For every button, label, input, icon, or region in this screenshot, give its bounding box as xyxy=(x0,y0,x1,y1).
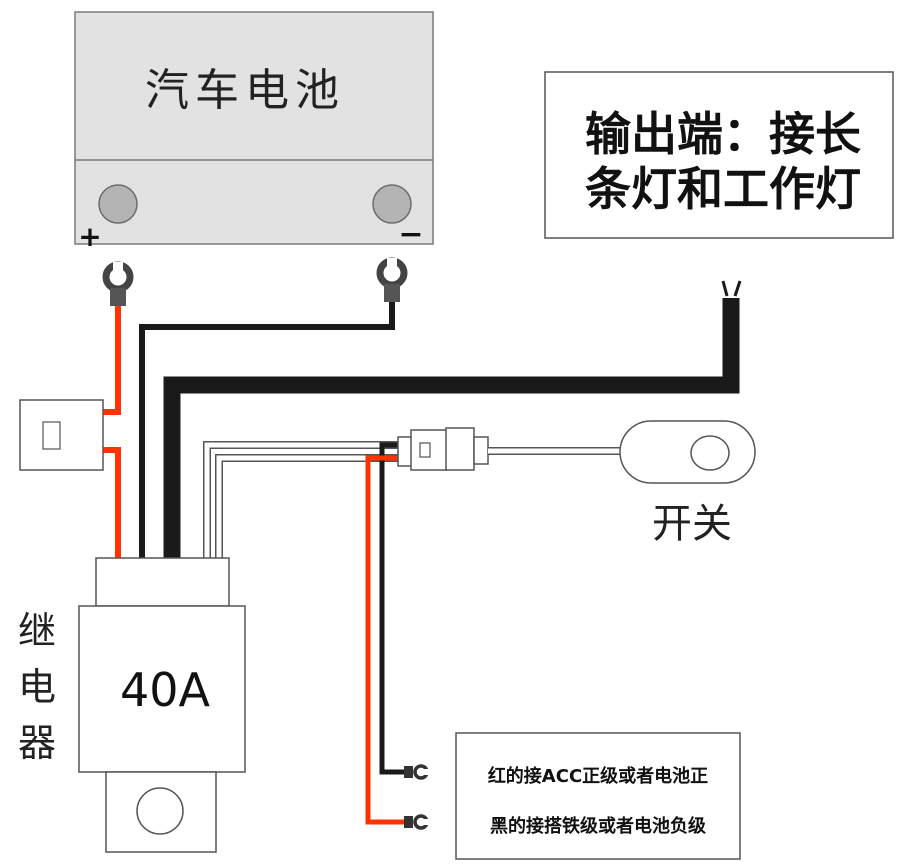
white-wire-outer-fill xyxy=(204,442,415,560)
relay-name-char-2: 电 xyxy=(18,665,56,709)
negative-sign: − xyxy=(398,217,423,252)
relay-rating: 40A xyxy=(120,663,211,717)
note-box: 红的接ACC正级或者电池正 黑的接搭铁级或者电池负级 xyxy=(455,732,741,860)
red-wire-battery-positive xyxy=(103,306,121,415)
ring-terminal-negative xyxy=(376,257,408,302)
switch-button xyxy=(690,435,730,471)
thick-black-output-wire xyxy=(163,298,740,560)
relay-name: 继 电 器 xyxy=(18,609,56,765)
output-box-line-2: 条灯和工作灯 xyxy=(585,162,861,216)
relay-body xyxy=(78,605,246,773)
note-box-line-1: 红的接ACC正级或者电池正 xyxy=(488,765,708,787)
red-wire-fuse-to-relay xyxy=(103,447,121,560)
relay: 40A xyxy=(78,557,246,853)
relay-mount-hole xyxy=(136,787,184,835)
switch-body xyxy=(619,420,756,484)
red-wire-to-acc xyxy=(365,455,408,825)
car-battery: 汽车电池 + − xyxy=(74,11,434,253)
output-box: 输出端：接长 条灯和工作灯 xyxy=(544,71,894,239)
output-wire-end-a xyxy=(721,280,729,297)
black-wire-battery-negative xyxy=(139,302,395,560)
relay-name-char-3: 器 xyxy=(18,721,56,765)
output-box-line-1: 输出端：接长 xyxy=(585,107,861,161)
ring-terminal-positive xyxy=(102,261,134,306)
relay-name-char-1: 继 xyxy=(18,609,56,653)
black-wire-to-ground xyxy=(379,442,408,775)
relay-top-cap xyxy=(95,557,230,607)
output-wire-end-b xyxy=(733,280,742,297)
switch-label: 开关 xyxy=(652,501,732,547)
negative-terminal xyxy=(372,184,412,224)
positive-sign: + xyxy=(78,220,101,253)
switch xyxy=(619,420,756,484)
positive-terminal xyxy=(98,184,138,224)
white-wire-inner-border xyxy=(215,454,415,560)
switch-connector xyxy=(397,427,489,471)
battery-title: 汽车电池 xyxy=(145,65,345,116)
fuse-holder xyxy=(19,399,104,471)
ring-terminal-black-wire xyxy=(404,764,430,780)
white-wire-inner-fill xyxy=(216,455,415,560)
ring-terminal-red-wire xyxy=(404,814,430,830)
note-box-line-2: 黑的接搭铁级或者电池负级 xyxy=(490,815,707,837)
